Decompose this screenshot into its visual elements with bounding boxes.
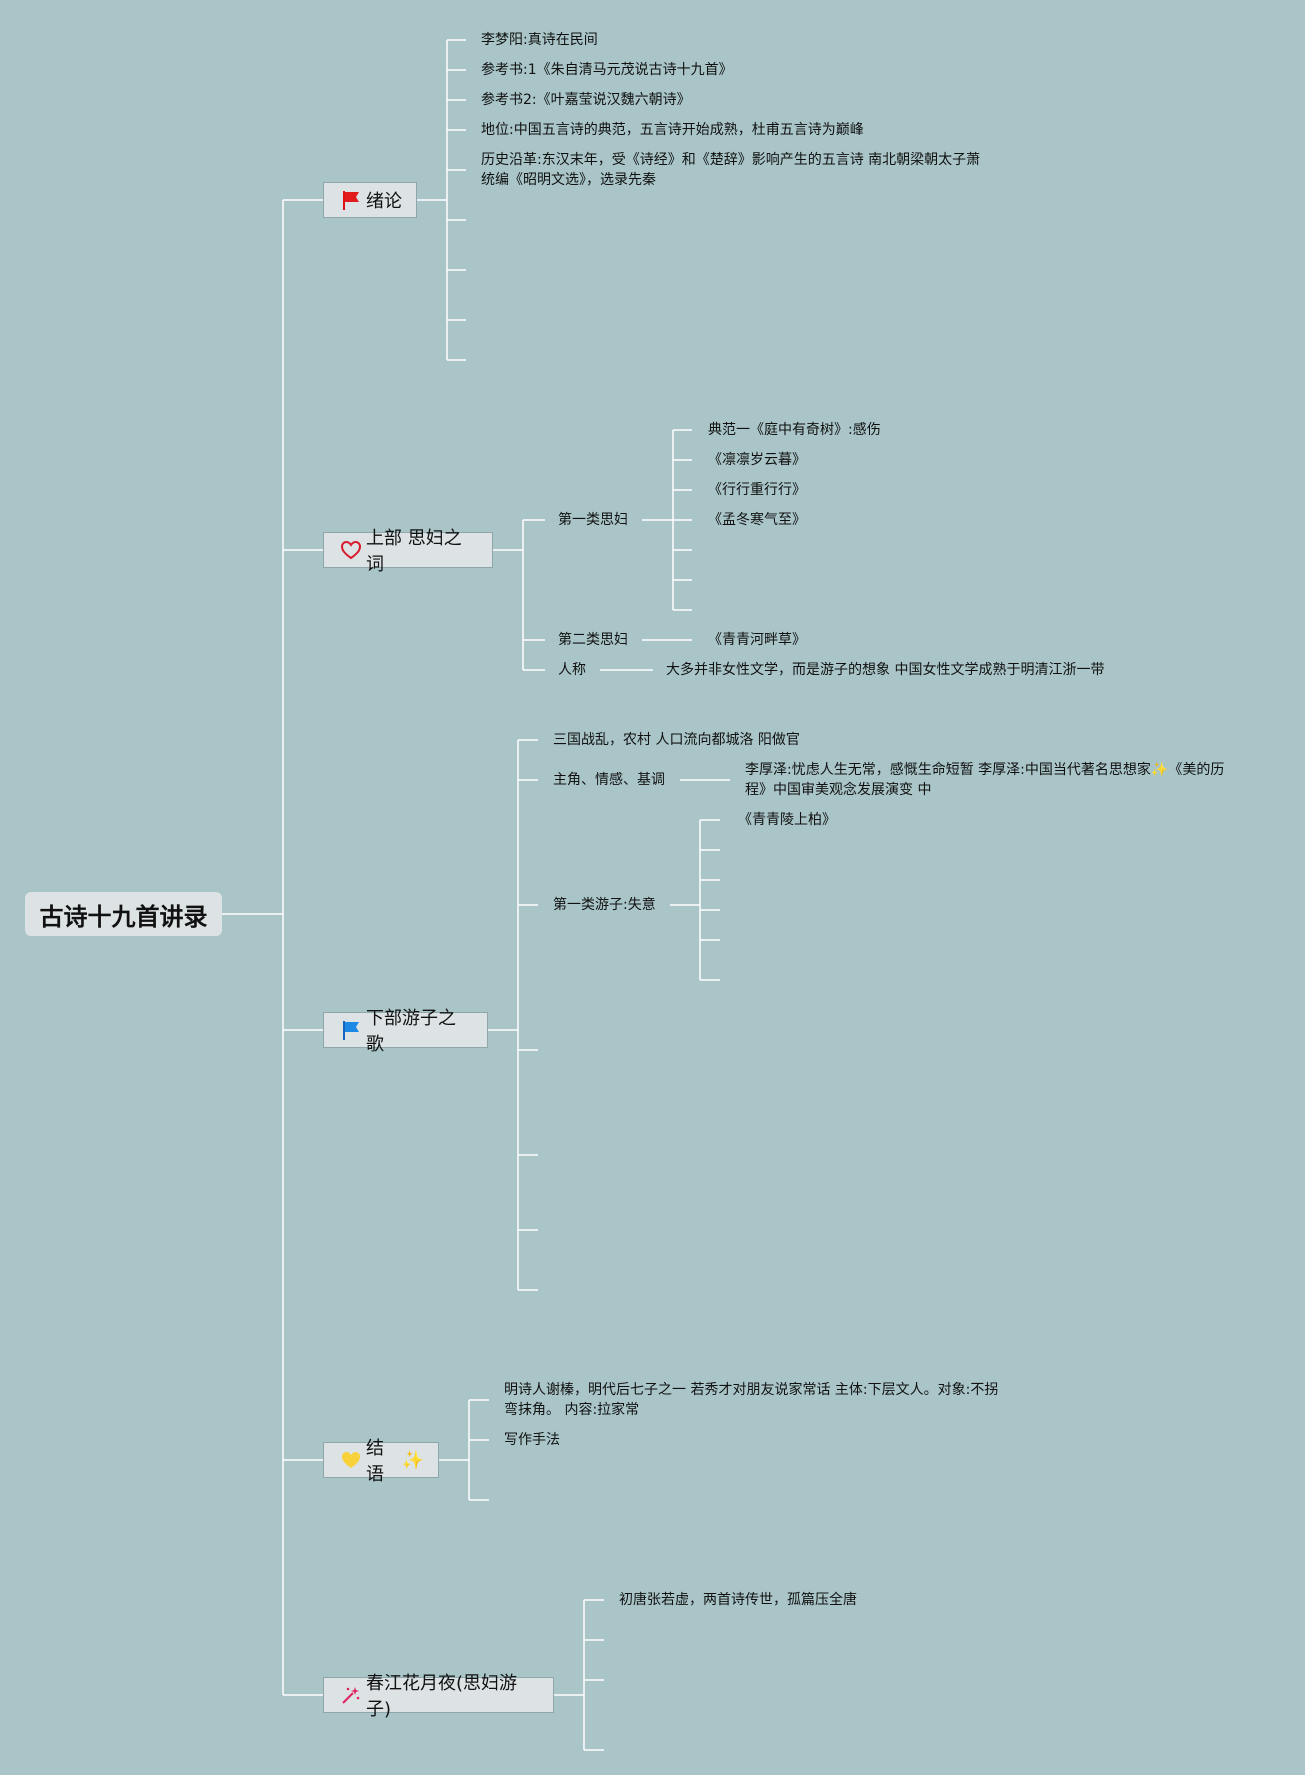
topic-chunjiang-label: 春江花月夜(思妇游子) — [366, 1673, 518, 1720]
conclusion-connector — [439, 1399, 489, 1501]
root-connector — [222, 200, 284, 1695]
topic-intro[interactable]: 绪论 — [323, 182, 417, 218]
blue-flag-icon — [340, 1019, 362, 1041]
part2-theme-note-a: 李厚泽:忧虑人生无常，感慨生命短暂 李厚泽:中国当代著名思想家 — [745, 762, 1151, 778]
chunjiang-item[interactable]: 初唐张若虚，两首诗传世，孤篇压全唐 — [619, 1592, 857, 1608]
red-flag-icon — [340, 189, 362, 211]
conclusion-item[interactable]: 写作手法 — [504, 1432, 560, 1448]
topic-intro-label: 绪论 — [366, 191, 402, 212]
conclusion-item[interactable]: 明诗人谢榛，明代后七子之一 若秀才对朋友说家常话 主体:下层文人。对象:不拐弯抹… — [504, 1382, 999, 1418]
intro-item[interactable]: 参考书2:《叶嘉莹说汉魏六朝诗》 — [481, 92, 691, 108]
part2-background[interactable]: 三国战乱，农村 人口流向都城洛 阳做官 — [553, 732, 800, 748]
topic-part1[interactable]: 上部 思妇之词 — [323, 528, 493, 575]
root-topic[interactable]: 古诗十九首讲录 — [25, 892, 222, 936]
part2-theme-label[interactable]: 主角、情感、基调 — [553, 772, 665, 788]
part1-type2-label[interactable]: 第二类思妇 — [558, 632, 628, 648]
part2-connector — [488, 739, 538, 1291]
part2-theme-note-b: 《美的历程》中国审美观念发展演变 中 — [745, 762, 1225, 798]
topic-conclusion[interactable]: 结语 ✨ — [323, 1438, 439, 1485]
topic-chunjiang[interactable]: 春江花月夜(思妇游子) — [323, 1673, 554, 1720]
part2-type1-label[interactable]: 第一类游子:失意 — [553, 897, 656, 913]
topic-part1-label: 上部 思妇之词 — [366, 528, 462, 575]
part1-type1-item[interactable]: 《孟冬寒气至》 — [708, 512, 806, 528]
topic-part2-label: 下部游子之歌 — [366, 1008, 456, 1055]
intro-item[interactable]: 参考书:1《朱自清马元茂说古诗十九首》 — [481, 62, 733, 78]
intro-item[interactable]: 李梦阳:真诗在民间 — [481, 32, 598, 48]
part1-person-label[interactable]: 人称 — [558, 662, 586, 678]
sparkle-icon: ✨ — [401, 1449, 424, 1471]
topic-part2[interactable]: 下部游子之歌 — [323, 1008, 488, 1055]
heart-icon — [340, 539, 362, 561]
intro-connector — [417, 39, 466, 361]
part1-type1-label[interactable]: 第一类思妇 — [558, 512, 628, 528]
part1-connector — [493, 519, 545, 671]
topic-conclusion-label: 结语 — [366, 1438, 384, 1485]
part2-theme-note[interactable]: 李厚泽:忧虑人生无常，感慨生命短暂 李厚泽:中国当代著名思想家✨《美的历程》中国… — [745, 760, 1225, 800]
part1-person-item[interactable]: 大多并非女性文学，而是游子的想象 中国女性文学成熟于明清江浙一带 — [666, 662, 1105, 678]
root-title: 古诗十九首讲录 — [39, 902, 208, 931]
part1-type1-item[interactable]: 《行行重行行》 — [708, 482, 806, 498]
sparkle-icon: ✨ — [1150, 762, 1169, 778]
heart-yellow-icon — [340, 1449, 362, 1471]
part1-type2-item[interactable]: 《青青河畔草》 — [708, 632, 806, 648]
part1-type1-item[interactable]: 典范一《庭中有奇树》:感伤 — [708, 422, 881, 438]
intro-item[interactable]: 地位:中国五言诗的典范，五言诗开始成熟，杜甫五言诗为巅峰 — [481, 122, 864, 138]
part2-type1-item[interactable]: 《青青陵上柏》 — [738, 812, 836, 828]
part2-type1-connector — [670, 819, 720, 981]
chunjiang-connector — [554, 1599, 604, 1751]
sparkle-icon — [340, 1684, 362, 1706]
part1-type1-item[interactable]: 《凛凛岁云暮》 — [708, 452, 806, 468]
intro-item[interactable]: 历史沿革:东汉末年，受《诗经》和《楚辞》影响产生的五言诗 南北朝梁朝太子萧统编《… — [481, 152, 981, 188]
part1-type1-connector — [642, 429, 692, 611]
